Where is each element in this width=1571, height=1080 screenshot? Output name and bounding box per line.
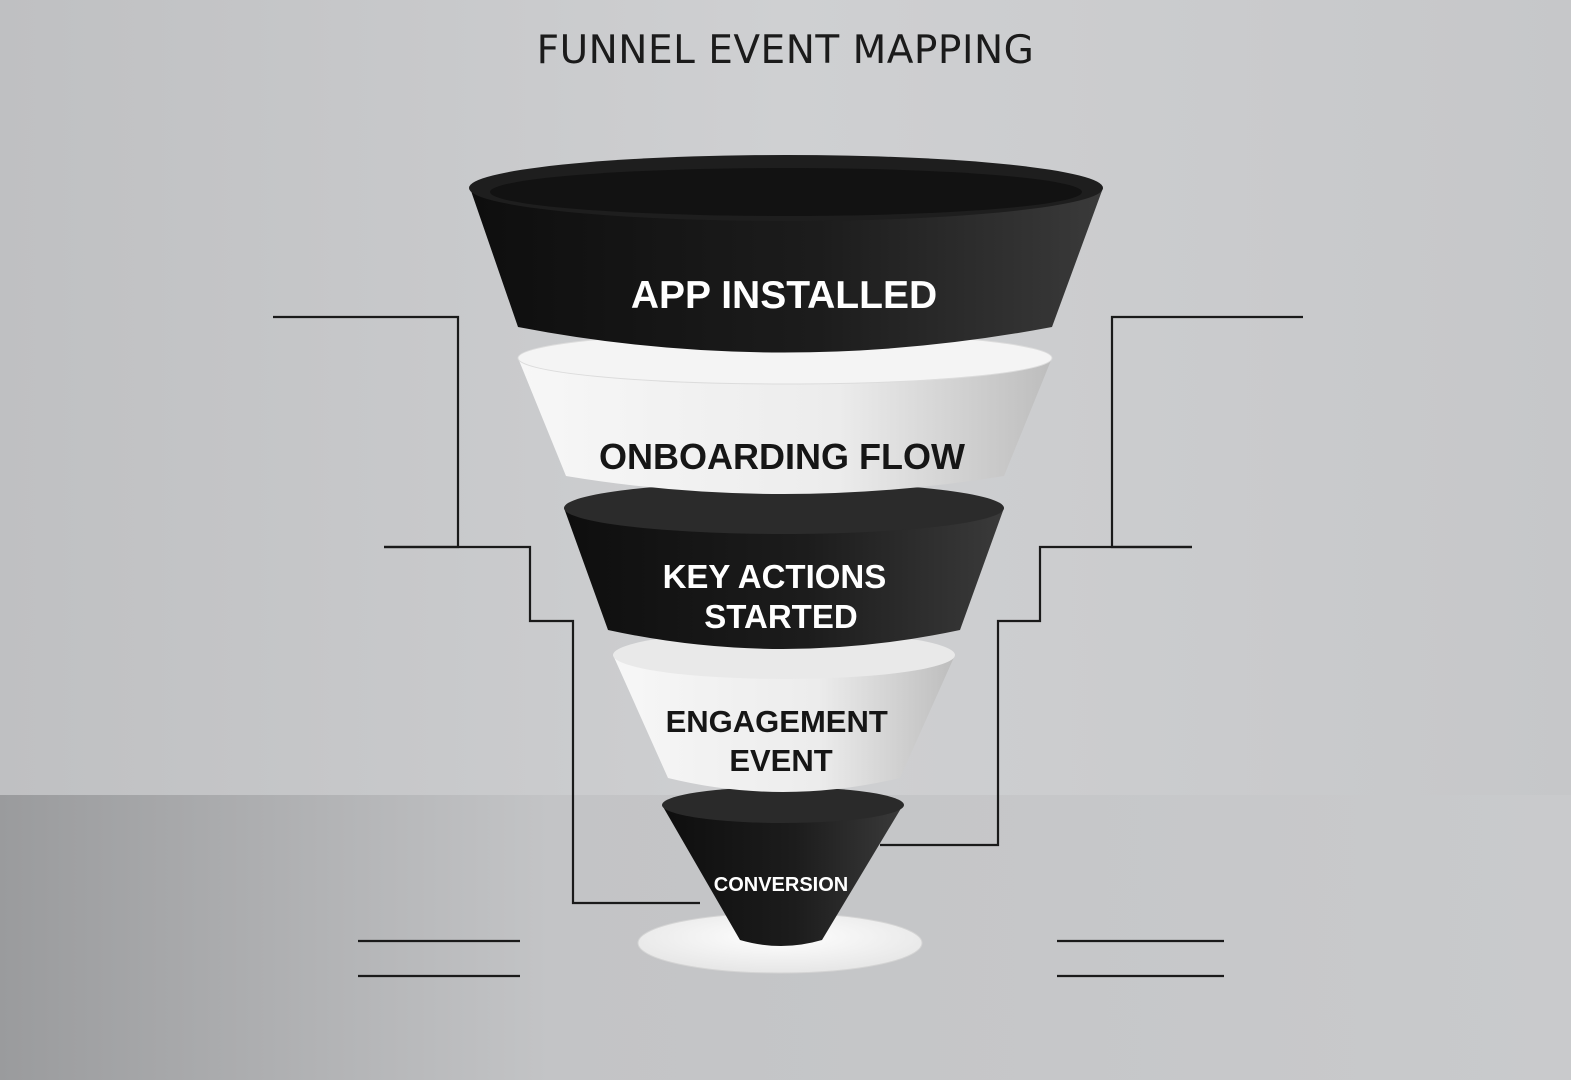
right-connector-lower xyxy=(880,545,1192,847)
stage-app-installed-label: APP INSTALLED xyxy=(631,274,937,317)
stage-engagement-event: ENGAGEMENT EVENT xyxy=(613,631,955,792)
stage-conversion-label: CONVERSION xyxy=(714,874,848,896)
stage-onboarding-flow-label: ONBOARDING FLOW xyxy=(599,436,965,477)
diagram-title: FUNNEL EVENT MAPPING xyxy=(536,28,1035,73)
left-connector-upper xyxy=(273,315,460,549)
right-connector-upper xyxy=(1110,315,1303,549)
stage-conversion: CONVERSION xyxy=(662,787,904,946)
connector-lines xyxy=(273,315,1303,978)
stage-engagement-event-label: ENGAGEMENT EVENT xyxy=(666,704,897,778)
stage-key-actions-started: KEY ACTIONS STARTED xyxy=(564,482,1004,649)
stage-app-installed: APP INSTALLED xyxy=(469,155,1103,353)
stage-onboarding-flow: ONBOARDING FLOW xyxy=(517,331,1053,494)
stage-key-actions-started-label: KEY ACTIONS STARTED xyxy=(663,558,896,635)
left-connector-lower xyxy=(384,545,700,905)
